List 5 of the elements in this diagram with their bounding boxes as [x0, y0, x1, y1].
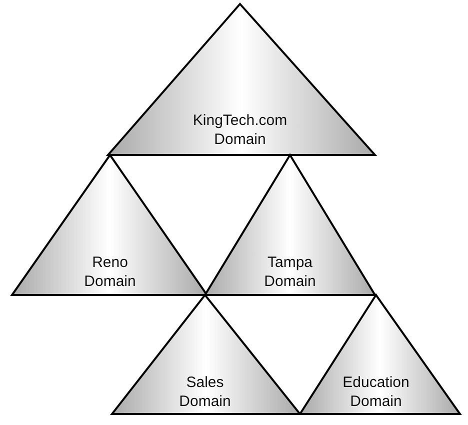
- domain-label: KingTech.com Domain: [192, 111, 288, 149]
- domain-label: Sales Domain: [178, 373, 232, 411]
- domain-label: Reno Domain: [83, 253, 137, 291]
- domain-label: Tampa Domain: [263, 253, 317, 291]
- domain-label: Education Domain: [342, 373, 410, 411]
